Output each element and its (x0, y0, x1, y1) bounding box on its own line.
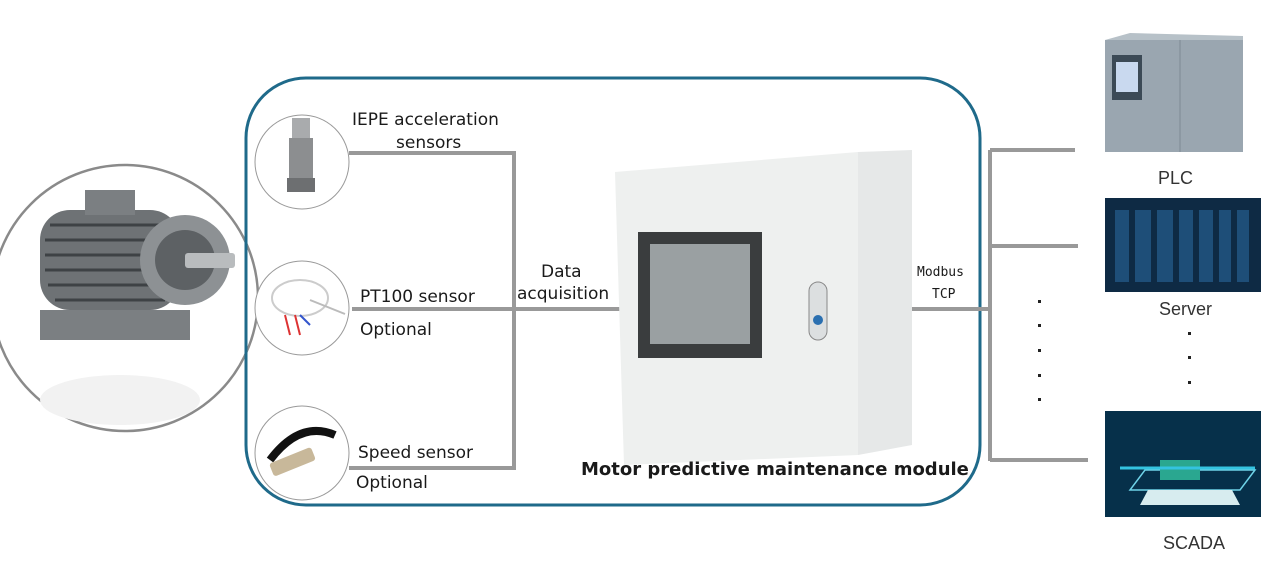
iepe-label-line2: sensors (396, 133, 462, 153)
data-acquisition-label-line2: acquisition (517, 284, 610, 304)
pt100-optional: Optional (360, 320, 432, 340)
pt100-sensor-icon (254, 260, 350, 356)
pt100-label: PT100 sensor (360, 287, 475, 307)
speed-optional: Optional (356, 473, 428, 493)
cabinet-icon (615, 150, 912, 465)
iepe-label: IEPE acceleration (352, 110, 499, 130)
module-frame (244, 76, 982, 507)
iepe-sensor-icon (254, 114, 350, 210)
module-title: Motor predictive maintenance module (581, 459, 969, 480)
scada-label: SCADA (1163, 533, 1226, 553)
plc-icon (1105, 33, 1243, 152)
speed-label: Speed sensor (358, 443, 474, 463)
server-label: Server (1159, 299, 1213, 319)
sensor-connectors (349, 148, 1088, 470)
server-rack-icon (1105, 198, 1261, 292)
modbus-label: Modbus (917, 265, 964, 280)
tcp-label: TCP (932, 287, 956, 302)
plc-label: PLC (1158, 168, 1194, 188)
data-acquisition-label: Data (541, 262, 582, 282)
speed-sensor-icon (254, 405, 350, 501)
motor-icon (40, 190, 235, 425)
scada-dashboard-icon (1105, 411, 1261, 517)
